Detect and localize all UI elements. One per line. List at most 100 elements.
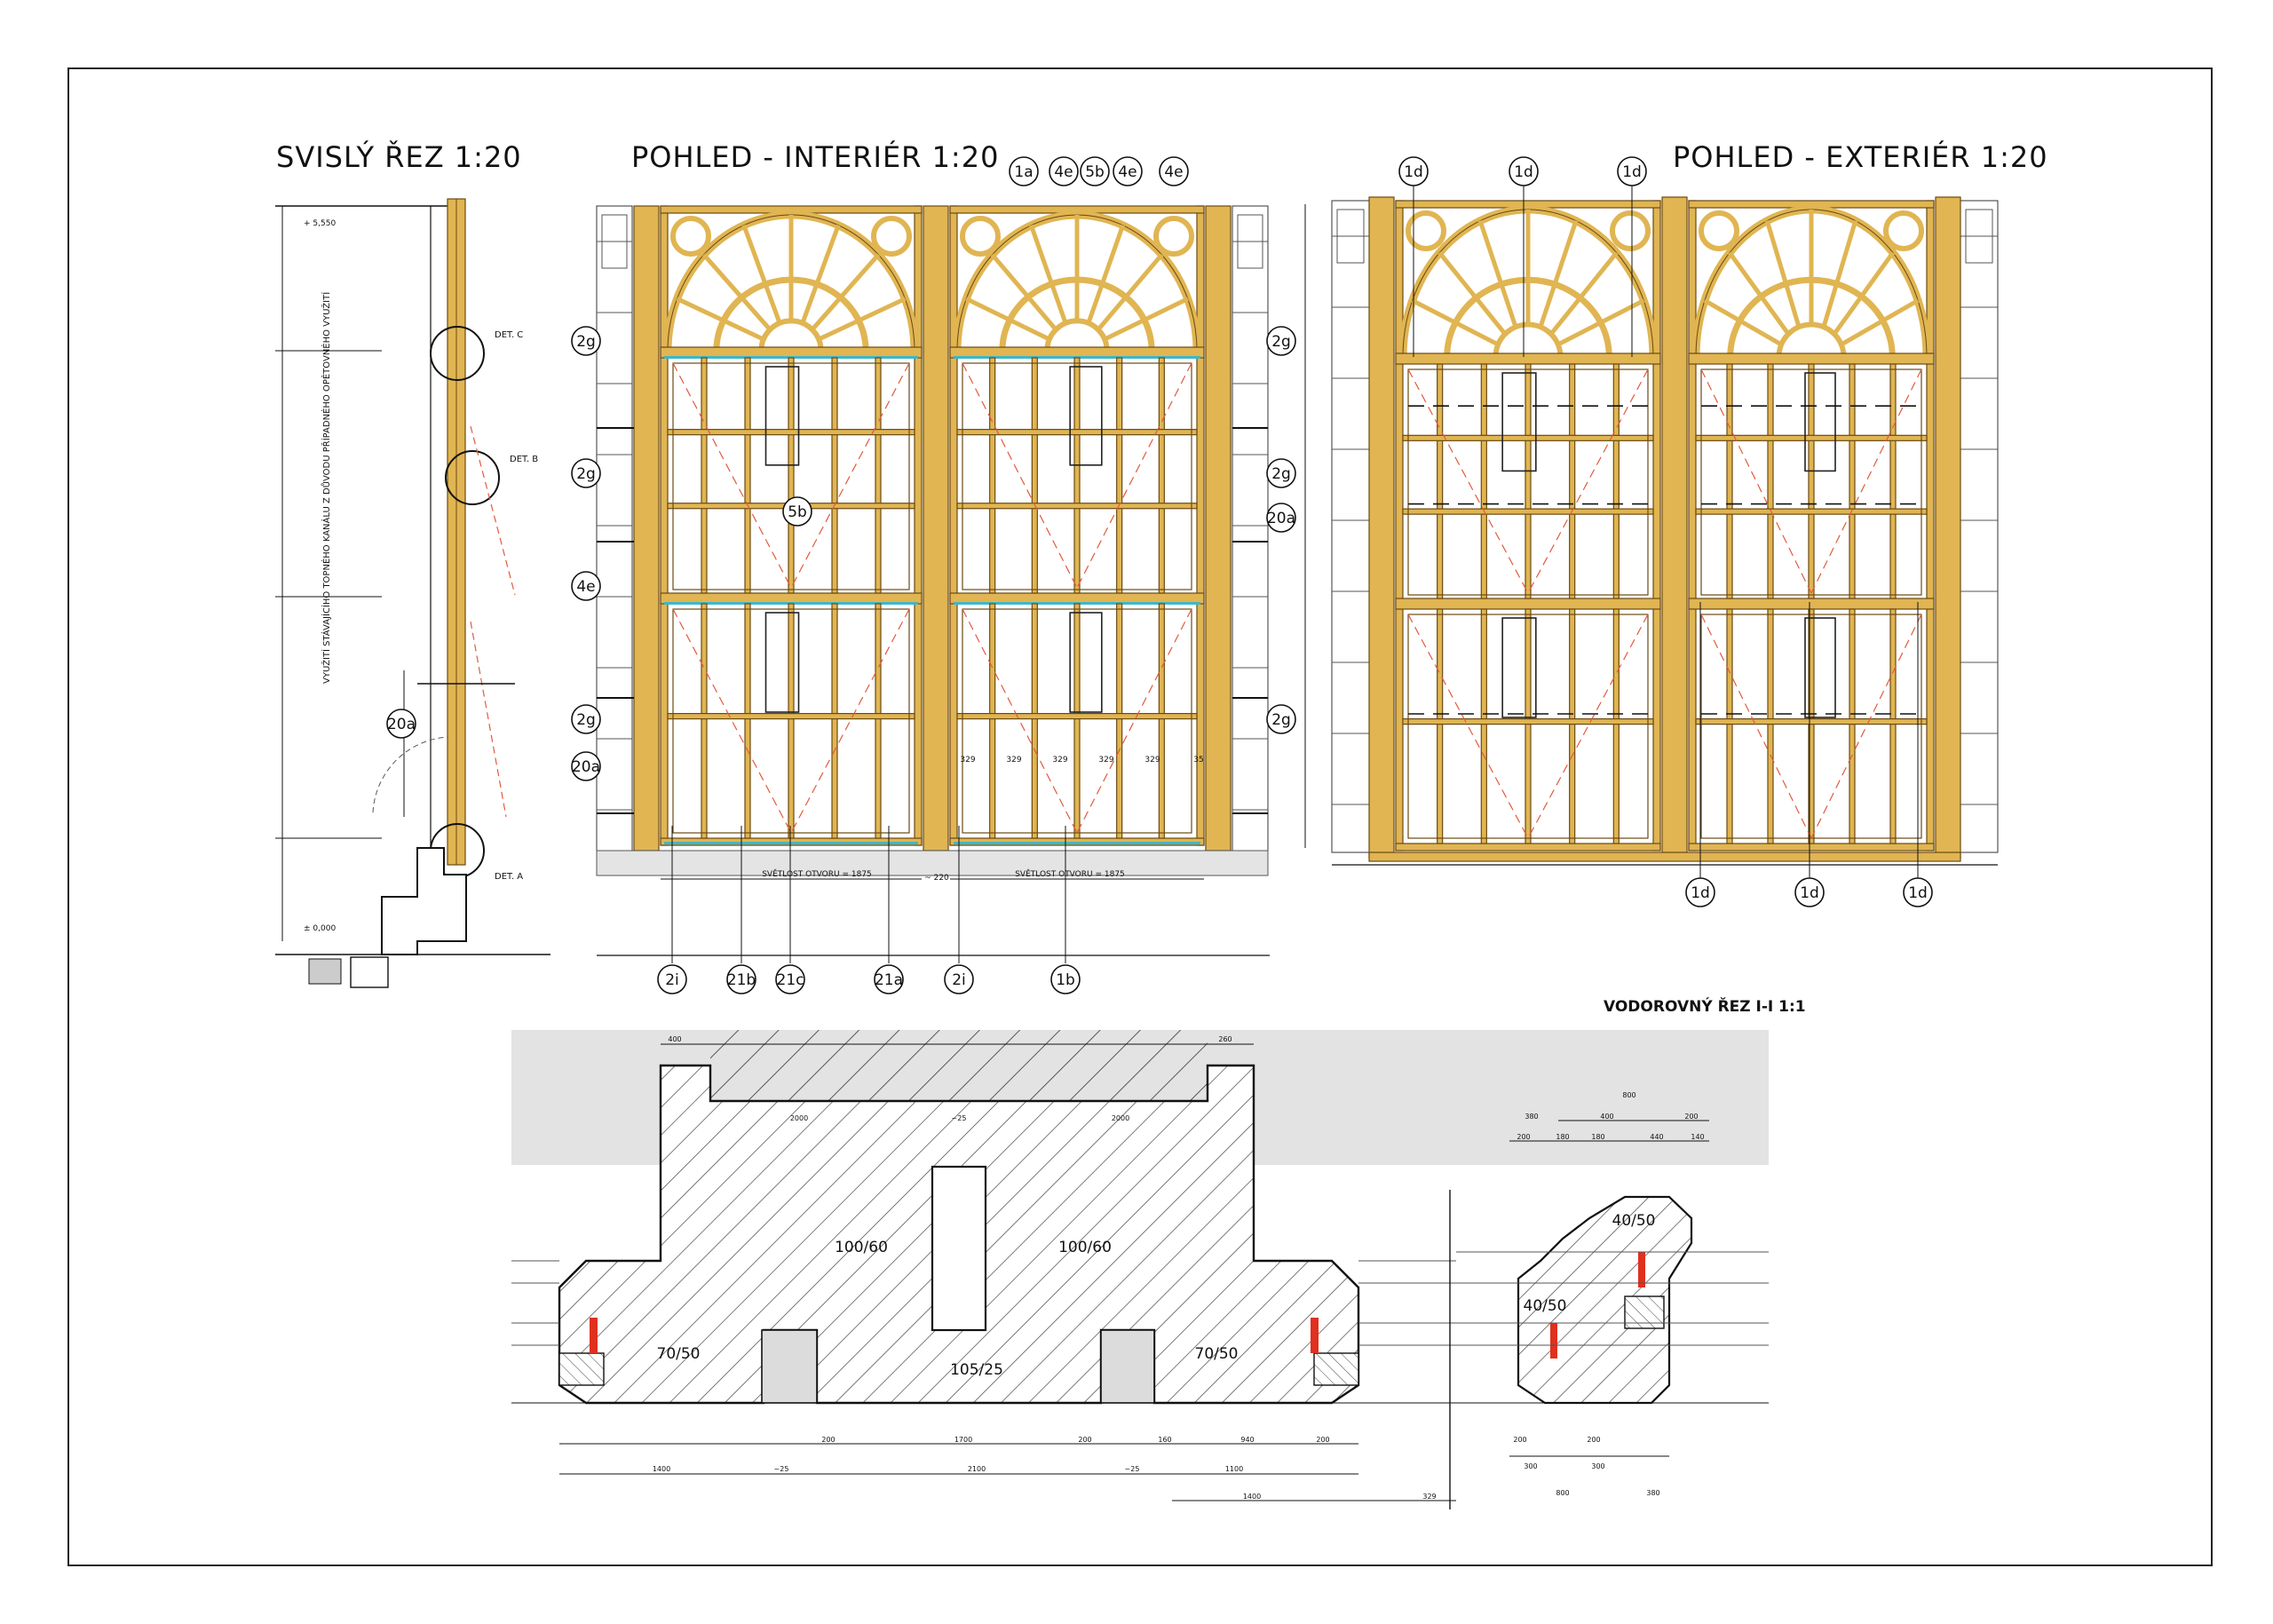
fanlight-spoke: [1538, 219, 1579, 329]
callout-right-2: 20a: [1267, 510, 1295, 527]
fanlight-spoke: [1821, 219, 1858, 328]
plan-dim-top-9: 200: [1517, 1133, 1530, 1141]
glazing-bar-vertical: [788, 357, 795, 594]
plan-dim-top-6: 380: [1525, 1113, 1538, 1121]
glazing-bar-horizontal: [1402, 717, 1654, 725]
glazing-bar-vertical: [701, 357, 708, 594]
callout-top-0: 1a: [1014, 163, 1033, 181]
glazing-bar-vertical: [1726, 363, 1733, 599]
callout-bottom-2-circle: [775, 964, 805, 994]
corner-roundel-left: [1699, 210, 1739, 251]
fanlight-spoke: [1728, 251, 1791, 336]
fanlight-spoke: [1832, 251, 1895, 336]
opening-swing-line: [470, 425, 516, 596]
glazing-bar-vertical: [1767, 363, 1774, 599]
frame-jamb-right: [1926, 200, 1935, 852]
glazing-bar-vertical: [1808, 363, 1815, 599]
callout-ext-bottom-0: 1d: [1691, 884, 1710, 902]
glazing-bar-vertical: [1031, 603, 1038, 839]
callout-top-3: 4e: [1118, 163, 1136, 181]
plan-label-5: 40/50: [1524, 1297, 1567, 1315]
corner-roundel-right: [1153, 216, 1194, 257]
dim-module: 35: [1193, 756, 1203, 764]
callout-bottom-0: 2i: [665, 971, 679, 989]
red-seal-left: [590, 1318, 598, 1353]
opening-swing-line: [790, 608, 910, 834]
glazing-bar-vertical: [1073, 603, 1081, 839]
title-vertical-section: SVISLÝ ŘEZ 1:20: [276, 140, 522, 174]
wall-ornament: [1336, 209, 1365, 264]
plan-dim-bottom-14: 300: [1524, 1462, 1537, 1470]
dim-opening-left: SVĚTLOST OTVORU = 1875: [762, 868, 872, 879]
opening-swing-line: [1076, 362, 1192, 589]
sash-outline-lower: [1407, 614, 1649, 839]
sash-outline-upper: [1700, 368, 1922, 596]
fanlight-spoke: [965, 297, 1050, 342]
callout-bottom-4-circle: [944, 964, 974, 994]
opening-swing-line: [1407, 614, 1529, 839]
callout-left-4-circle: [571, 751, 601, 781]
post-right: [1935, 196, 1961, 859]
opening-swing-line: [672, 362, 792, 589]
sash-outline-lower: [672, 608, 910, 834]
door-swing-arc: [372, 736, 449, 813]
opening-swing-line: [1810, 614, 1922, 839]
frame-sill: [1688, 843, 1935, 852]
glazing-bar-vertical: [1031, 357, 1038, 594]
callout-left-3: 2g: [576, 711, 596, 729]
plan-dim-top-3: ~25: [952, 1114, 967, 1122]
opening-swing-line: [1527, 614, 1649, 839]
fanlight-spoke: [1086, 224, 1126, 324]
glazing-bar-vertical: [1158, 357, 1165, 594]
post-center: [1661, 196, 1688, 859]
fanlight-center-arch: [1493, 321, 1564, 358]
callout-bottom-1: 21b: [727, 971, 756, 989]
callout-top-3-circle: [1113, 156, 1143, 186]
sheet-frame: [67, 67, 2213, 1566]
callout-top-1: 4e: [1054, 163, 1073, 181]
vent-pane-lower: [764, 612, 800, 713]
frame-jamb-right: [914, 205, 923, 846]
glazing-bar-horizontal: [1695, 508, 1928, 515]
glazing-bar-vertical: [1889, 363, 1897, 599]
vent-pane-lower: [1804, 617, 1836, 718]
post-center: [923, 205, 949, 852]
glazing-bar-horizontal: [1695, 717, 1928, 725]
callout-top-2-circle: [1080, 156, 1110, 186]
glazing-bar-vertical: [1525, 608, 1532, 844]
opening-swing-line: [1076, 608, 1192, 834]
glazing-bar-vertical: [875, 603, 882, 839]
callout-left-3-circle: [571, 704, 601, 734]
transom-upper: [1688, 353, 1935, 365]
wall-pilaster: [1960, 200, 1999, 853]
glazing-bar-horizontal: [956, 429, 1198, 436]
opening-swing-line: [790, 362, 910, 589]
fanlight-center-arch: [758, 318, 824, 352]
glazing-pocket-right: [1100, 1329, 1155, 1404]
opening-swing-line: [470, 621, 507, 818]
transom-middle: [1395, 598, 1661, 610]
fanlight-spoke: [818, 297, 907, 342]
vent-pane-upper: [1804, 372, 1836, 472]
callout-left-1: 2g: [576, 333, 596, 351]
sill-strip-bottom: [664, 842, 918, 844]
plan-dim-bottom-11: 1400: [1243, 1493, 1261, 1501]
glazing-bar-vertical: [1808, 608, 1815, 844]
plan-dim-bottom-0: 1400: [653, 1465, 670, 1473]
glazing-bar-vertical: [1726, 608, 1733, 844]
detail-label-det_a: DET. A: [495, 872, 523, 882]
fanlight-spoke: [1556, 298, 1645, 347]
vent-pane-upper: [764, 366, 800, 466]
wall-pilaster: [596, 205, 633, 853]
title-exterior-view: POHLED - EXTERIÉR 1:20: [1673, 140, 2048, 174]
level-zero: ± 0,000: [304, 924, 336, 933]
callout-ext-bottom-2: 1d: [1908, 884, 1928, 902]
callout-top-1-circle: [1049, 156, 1079, 186]
opening-swing-line: [962, 608, 1078, 834]
callout-right-3: 2g: [1271, 711, 1291, 729]
plan-label-0: 100/60: [835, 1239, 888, 1256]
plan-label-3: 105/25: [950, 1361, 1003, 1379]
